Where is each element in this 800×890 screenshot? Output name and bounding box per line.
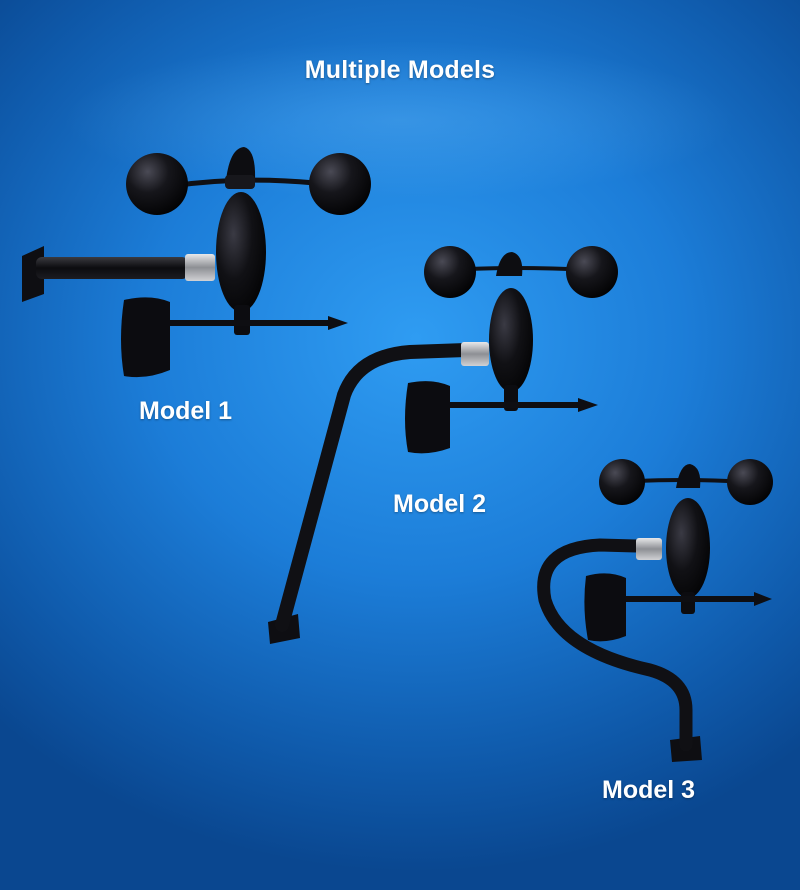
anemometer-model-3 [537, 459, 773, 762]
model-2-label: Model 2 [393, 490, 487, 518]
sensor-body [666, 498, 710, 598]
anemometer-model-1 [22, 147, 371, 378]
wind-cup [309, 153, 371, 215]
vane-tip [328, 316, 348, 330]
metal-ring [461, 342, 489, 366]
mount-arm [537, 538, 693, 752]
wind-cup [226, 147, 256, 180]
model-1-label: Model 1 [139, 397, 233, 425]
wind-cup [727, 459, 773, 505]
vane-rod [430, 402, 580, 408]
sensor-body [216, 192, 266, 312]
sensor-body [489, 288, 533, 392]
metal-ring [185, 254, 215, 281]
vane-tip [754, 592, 772, 606]
anemometer-model-2 [268, 246, 618, 644]
metal-ring [636, 538, 662, 560]
vane-rod [610, 596, 756, 602]
wind-cup [496, 252, 523, 276]
mount-arm [275, 343, 473, 632]
mount-arm [36, 257, 188, 279]
tail-fin [121, 297, 170, 378]
tail-fin [405, 381, 450, 454]
tail-fin [584, 573, 626, 642]
wind-cup [599, 459, 645, 505]
vane-tip [578, 398, 598, 412]
wind-cup [126, 153, 188, 215]
wind-cup [566, 246, 618, 298]
rotor-hub [225, 175, 255, 189]
model-3-label: Model 3 [602, 776, 696, 804]
sensor-stem [681, 592, 695, 614]
wind-cup [424, 246, 476, 298]
page-title: Multiple Models [304, 56, 496, 84]
wind-cup [676, 464, 701, 488]
vane-rod [160, 320, 330, 326]
